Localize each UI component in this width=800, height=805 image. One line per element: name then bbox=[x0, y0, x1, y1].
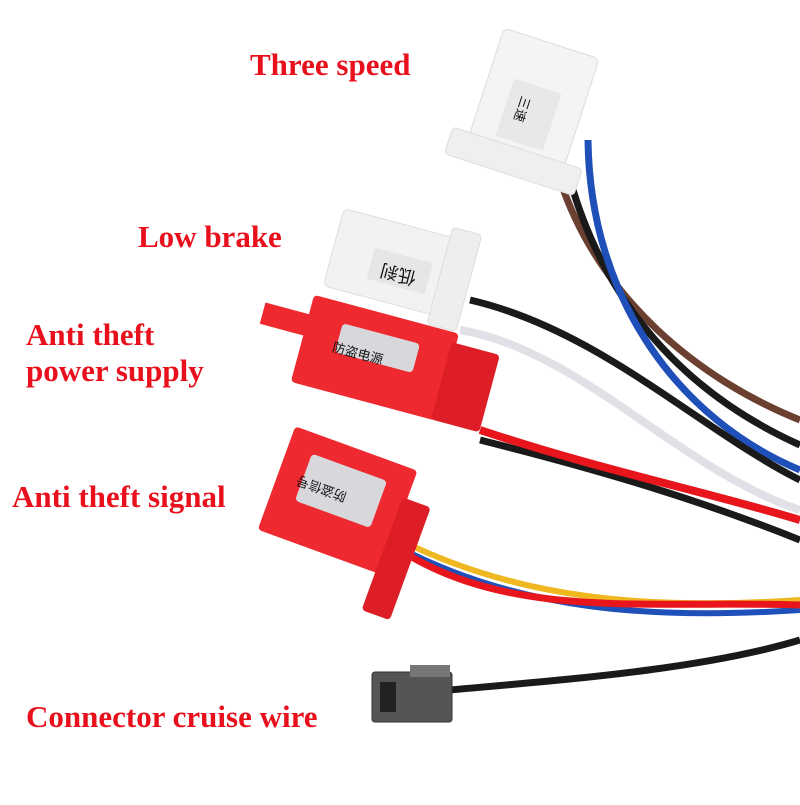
wire-red-anti-theft-power bbox=[478, 426, 800, 524]
label-anti-theft-power-line1: Anti theft bbox=[26, 317, 155, 352]
label-anti-theft-signal: Anti theft signal bbox=[12, 479, 226, 514]
wire-black-anti-theft-power bbox=[479, 436, 800, 544]
wire-white-low-brake bbox=[459, 326, 800, 514]
wire-blue-signal bbox=[398, 545, 800, 617]
low-brake-connector bbox=[324, 209, 482, 332]
three-speed-connector bbox=[444, 29, 599, 196]
wire-black-cruise bbox=[449, 636, 800, 694]
label-three-speed: Three speed bbox=[250, 47, 411, 82]
label-anti-theft-power-line2: power supply bbox=[26, 353, 204, 388]
wire-red-signal bbox=[408, 552, 800, 609]
wire-brown bbox=[556, 178, 800, 424]
anti-theft-signal-connector bbox=[258, 427, 430, 620]
label-low-brake: Low brake bbox=[138, 219, 282, 254]
wire-black-low-brake bbox=[469, 296, 800, 484]
wire-black-three-speed bbox=[566, 179, 800, 449]
wire-blue-three-speed bbox=[584, 139, 800, 474]
cruise-connector bbox=[371, 665, 453, 723]
anti-theft-power-connector bbox=[259, 295, 499, 432]
label-connector-cruise-wire: Connector cruise wire bbox=[26, 699, 318, 734]
